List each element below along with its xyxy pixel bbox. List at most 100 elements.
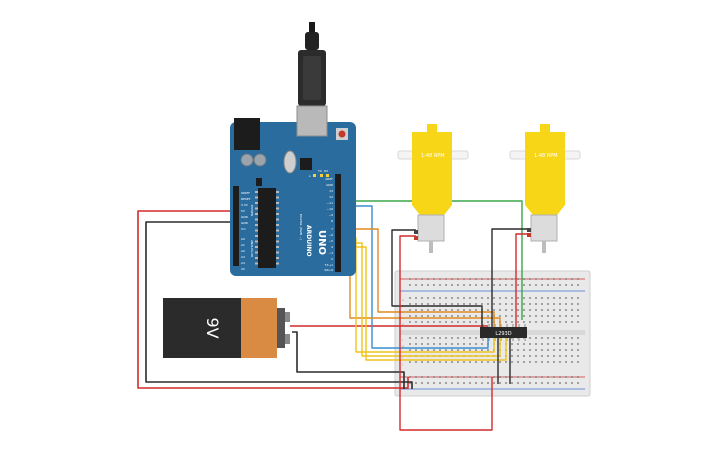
arduino-uno[interactable]: IOREF RESET 3.3V 5V GND GND Vin A0 A1 A2…: [230, 22, 356, 276]
motor-left[interactable]: 1:48 RPM: [397, 124, 469, 253]
l293d-chip[interactable]: L293D: [480, 324, 527, 341]
breadboard-hole: [475, 297, 477, 299]
breadboard-hole: [541, 382, 543, 384]
atmega-pin: [255, 240, 258, 243]
battery-black-section: [163, 298, 241, 358]
motor-left-terminal-1: [414, 230, 418, 234]
breadboard-hole: [475, 343, 477, 345]
usb-cable-wire: [309, 22, 315, 34]
pin-label: 13: [329, 189, 333, 193]
motor-left-terminal-2: [414, 236, 418, 240]
breadboard-hole: [541, 284, 543, 286]
breadboard-hole: [415, 337, 417, 339]
breadboard-hole: [475, 284, 477, 286]
breadboard-hole: [409, 315, 411, 317]
usb-cable-strain-relief: [305, 32, 319, 50]
breadboard-row-label: i: [402, 356, 403, 360]
breadboard-hole: [547, 361, 549, 363]
chip-pin: [488, 324, 490, 327]
wire-gnd-black[interactable]: [145, 221, 413, 389]
breadboard-hole: [457, 309, 459, 311]
wire-motor-left-black[interactable]: [391, 229, 483, 327]
wire-motor-right-black[interactable]: [491, 228, 530, 338]
reset-button-cap: [338, 130, 346, 138]
breadboard-hole: [463, 284, 465, 286]
wire-motor-right-red[interactable]: [515, 233, 530, 327]
wire-blue[interactable]: [340, 205, 489, 349]
breadboard-hole: [457, 315, 459, 317]
pin-label: 4: [331, 245, 333, 249]
breadboard-row-label: j: [401, 362, 403, 366]
breadboard-hole: [577, 349, 579, 351]
breadboard-hole: [409, 297, 411, 299]
battery-terminal-positive: [285, 312, 290, 322]
breadboard-hole: [505, 303, 507, 305]
wire-orange-1[interactable]: [340, 228, 495, 327]
breadboard-hole: [421, 315, 423, 317]
breadboard-hole: [433, 376, 435, 378]
breadboard-hole: [571, 315, 573, 317]
breadboard-hole: [499, 376, 501, 378]
chip-pin: [500, 338, 502, 341]
chip-label: L293D: [495, 331, 511, 337]
breadboard-hole: [463, 337, 465, 339]
breadboard-hole: [487, 303, 489, 305]
motor-right-gearbox: [525, 132, 565, 215]
breadboard-hole: [571, 376, 573, 378]
breadboard-hole: [469, 321, 471, 323]
arduino-logo-text: ARDUINO: [305, 225, 312, 256]
breadboard-hole: [427, 343, 429, 345]
breadboard-hole: [439, 309, 441, 311]
breadboard-hole: [433, 382, 435, 384]
breadboard-hole: [421, 284, 423, 286]
pin-label: IOREF: [241, 191, 250, 195]
breadboard-hole: [529, 349, 531, 351]
breadboard-hole: [529, 297, 531, 299]
chip-pin: [494, 324, 496, 327]
breadboard-hole: [523, 361, 525, 363]
pin-label: GND: [241, 221, 249, 225]
breadboard-hole: [475, 315, 477, 317]
breadboard-hole: [541, 278, 543, 280]
breadboard-hole: [433, 343, 435, 345]
breadboard-hole: [475, 376, 477, 378]
pin-label: GND: [241, 215, 249, 219]
breadboard-hole: [481, 361, 483, 363]
wire-motor-left-red[interactable]: [399, 235, 493, 431]
breadboard-holes: [409, 278, 579, 384]
breadboard-hole: [487, 376, 489, 378]
breadboard-hole: [421, 337, 423, 339]
breadboard-hole: [457, 349, 459, 351]
battery-9v[interactable]: 9V: [163, 298, 290, 358]
breadboard-hole: [541, 355, 543, 357]
arduino-model-text: UNO: [316, 230, 327, 255]
breadboard-hole: [577, 376, 579, 378]
breadboard-hole: [463, 361, 465, 363]
breadboard-hole: [427, 337, 429, 339]
breadboard-hole: [457, 343, 459, 345]
pin-label: TX→1: [324, 263, 333, 267]
breadboard-hole: [457, 321, 459, 323]
atmega-pin: [276, 196, 279, 199]
breadboard-hole: [565, 376, 567, 378]
breadboard-hole: [547, 376, 549, 378]
breadboard-hole: [445, 382, 447, 384]
breadboard-hole: [493, 303, 495, 305]
wire-green[interactable]: [340, 200, 523, 320]
wire-yellow-3[interactable]: [340, 246, 507, 361]
chip-pin: [512, 324, 514, 327]
breadboard-hole: [547, 284, 549, 286]
breadboard-hole: [541, 303, 543, 305]
breadboard-hole: [571, 278, 573, 280]
breadboard-hole: [493, 278, 495, 280]
breadboard-hole: [517, 343, 519, 345]
atmega-pin: [276, 246, 279, 248]
led-rx: [326, 174, 329, 177]
breadboard-hole: [541, 315, 543, 317]
breadboard-hole: [475, 278, 477, 280]
motor-right[interactable]: 1:48 RPM: [509, 124, 581, 253]
wire-5v-red[interactable]: [137, 210, 409, 389]
breadboard-hole: [433, 284, 435, 286]
atmega-pin: [255, 218, 258, 221]
wire-battery-negative[interactable]: [292, 331, 405, 389]
